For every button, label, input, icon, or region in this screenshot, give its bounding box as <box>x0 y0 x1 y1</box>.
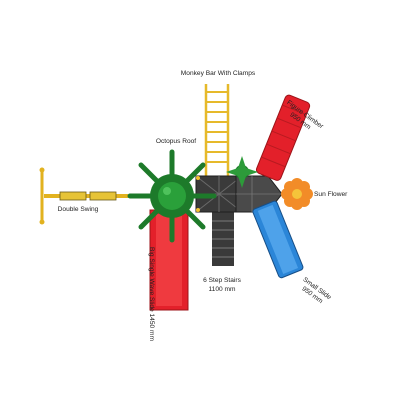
label-monkey-bar: Monkey Bar With Clamps <box>181 70 256 77</box>
figure-climber <box>255 94 311 181</box>
tower-star-roof <box>226 156 258 188</box>
small-slide <box>252 200 304 279</box>
double-swing <box>39 167 128 225</box>
label-double-swing: Double Swing <box>58 206 99 213</box>
octopus-roof <box>127 149 217 243</box>
sun-flower <box>281 178 313 210</box>
label-octopus-roof: Octopus Roof <box>156 138 196 145</box>
stairs <box>212 212 234 266</box>
big-wave-slide <box>149 209 189 311</box>
monkey-bar <box>204 84 230 176</box>
label-stairs: 6 Step Stairs <box>203 277 241 284</box>
label-big-slide: Big Single Wave Slide 1450 mm <box>148 247 155 341</box>
label-sun-flower: Sun Flower <box>314 191 348 198</box>
label-stairs-size: 1100 mm <box>209 286 237 293</box>
